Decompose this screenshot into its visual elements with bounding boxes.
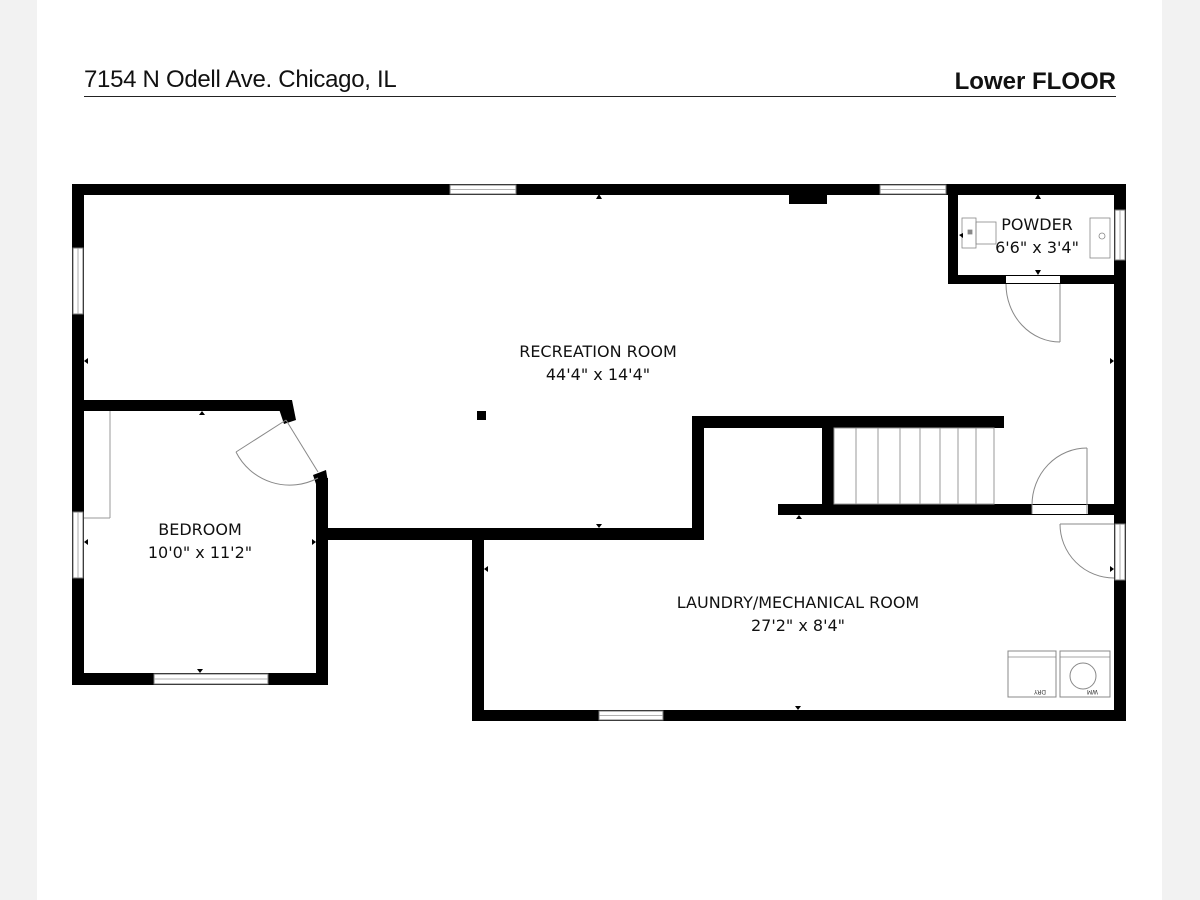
laundry-appliances: DRY WM: [1007, 650, 1111, 698]
washer-label: WM: [1087, 688, 1098, 695]
washer-icon: [1059, 650, 1111, 698]
bedroom-closet: [84, 411, 111, 519]
windows: [72, 184, 1126, 721]
laundry-room-name: LAUNDRY/MECHANICAL ROOM: [677, 593, 919, 612]
page-sheet: [37, 0, 1162, 900]
recreation-room-name: RECREATION ROOM: [519, 342, 677, 361]
stairs: [833, 427, 995, 505]
room-labels: RECREATION ROOM 44'4" x 14'4" POWDER 6'6…: [148, 215, 1079, 635]
floor-label-prefix: Lower: [954, 68, 1026, 95]
header-rule: [84, 96, 1116, 97]
powder-room-name: POWDER: [1001, 215, 1073, 234]
dimension-markers: [84, 194, 1114, 710]
bedroom-name: BEDROOM: [158, 520, 242, 539]
recreation-room-dims: 44'4" x 14'4": [546, 365, 650, 384]
dryer-label: DRY: [1034, 688, 1046, 695]
laundry-room-dims: 27'2" x 8'4": [751, 616, 845, 635]
powder-room-dims: 6'6" x 3'4": [995, 238, 1079, 257]
bedroom-dims: 10'0" x 11'2": [148, 543, 252, 562]
window-glass-lines: [77, 189, 1121, 716]
doors: [235, 276, 1115, 579]
floor-label-suffix: FLOOR: [1032, 68, 1116, 95]
property-address: 7154 N Odell Ave. Chicago, IL: [84, 66, 397, 93]
header: 7154 N Odell Ave. Chicago, IL Lower FLOO…: [0, 0, 1200, 110]
powder-fixtures: [961, 217, 1111, 259]
dryer-icon: [1007, 650, 1057, 698]
floor-label: Lower FLOOR: [955, 68, 1116, 96]
walls: [72, 184, 1126, 721]
